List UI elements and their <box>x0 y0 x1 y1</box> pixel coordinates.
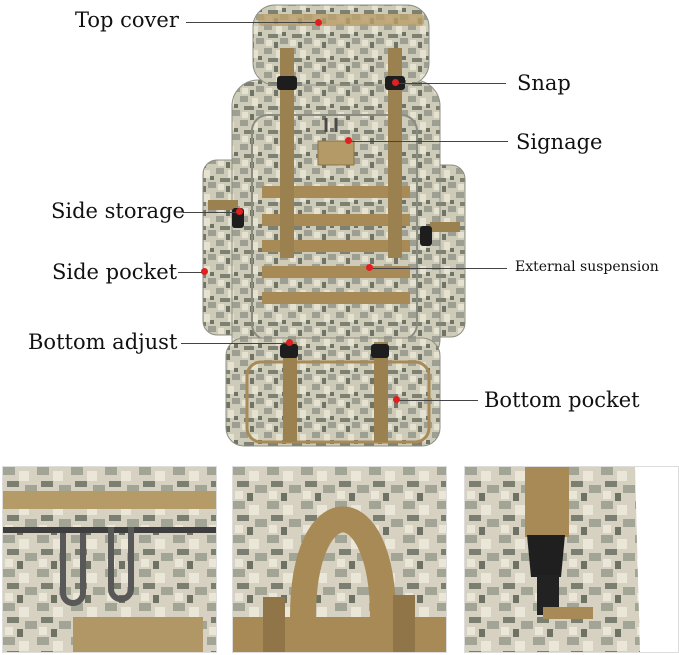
label-bottom-pocket: Bottom pocket <box>484 388 640 412</box>
label-external-suspension: External suspension <box>515 259 659 275</box>
top-cover-leader <box>186 22 318 23</box>
label-snap: Snap <box>517 71 571 95</box>
bottom-adjust-leader <box>181 343 289 344</box>
external-suspension-leader <box>370 268 507 269</box>
detail-handle-photo <box>232 466 447 653</box>
label-signage: Signage <box>516 130 603 154</box>
side-storage-marker <box>236 208 243 215</box>
snap-marker <box>392 79 399 86</box>
label-side-storage: Side storage <box>51 199 185 223</box>
bottom-pocket-leader <box>396 400 478 401</box>
side-pocket-marker <box>201 268 208 275</box>
side-storage-leader <box>183 212 239 213</box>
label-side-pocket: Side pocket <box>52 260 178 284</box>
top-cover-marker <box>315 19 322 26</box>
snap-leader <box>396 83 506 84</box>
detail-buckle-photo <box>464 466 679 653</box>
side-pocket-leader <box>178 272 204 273</box>
bottom-adjust-marker <box>286 339 293 346</box>
label-bottom-adjust: Bottom adjust <box>28 330 178 354</box>
signage-leader <box>350 141 508 142</box>
bottom-pocket-marker <box>393 396 400 403</box>
detail-zipper-photo <box>2 466 217 653</box>
external-suspension-marker <box>366 264 373 271</box>
label-top-cover: Top cover <box>75 8 179 32</box>
signage-marker <box>345 137 352 144</box>
